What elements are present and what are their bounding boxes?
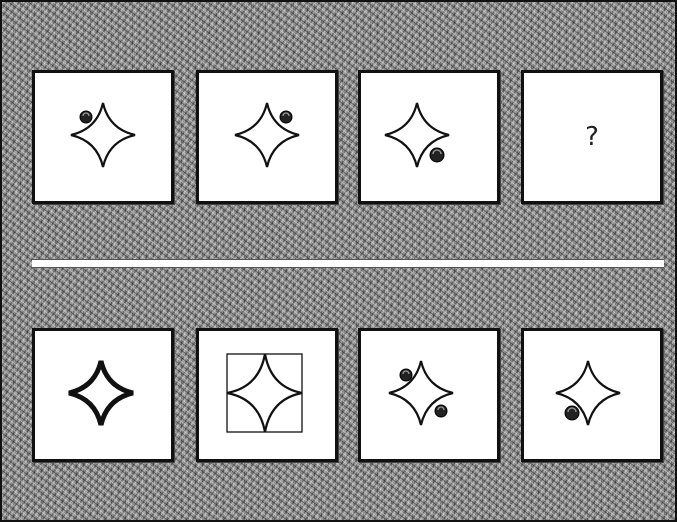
- question-tile-1: [32, 70, 174, 204]
- dot-icon: [80, 111, 92, 123]
- question-tile-2: [196, 70, 338, 204]
- star-two-dots-figure: [361, 331, 497, 459]
- answer-option-2[interactable]: [196, 328, 338, 462]
- thick-star-figure: [35, 331, 171, 459]
- question-tile-missing: ?: [521, 70, 663, 204]
- dot-icon: [280, 111, 292, 123]
- question-mark: ?: [524, 73, 660, 201]
- dot-icon: [565, 406, 579, 420]
- answer-option-3[interactable]: [358, 328, 500, 462]
- star-in-square-figure: [199, 331, 335, 459]
- star-figure-4: [524, 331, 660, 459]
- dot-icon: [400, 369, 412, 381]
- star-figure-2: [199, 73, 335, 201]
- star-figure-3: [361, 73, 497, 201]
- question-tile-3: [358, 70, 500, 204]
- answer-option-1[interactable]: [32, 328, 174, 462]
- dot-icon: [435, 405, 447, 417]
- star-figure-1: [35, 73, 171, 201]
- row-divider: [32, 259, 664, 268]
- answer-option-4[interactable]: [521, 328, 663, 462]
- dot-icon: [430, 148, 444, 162]
